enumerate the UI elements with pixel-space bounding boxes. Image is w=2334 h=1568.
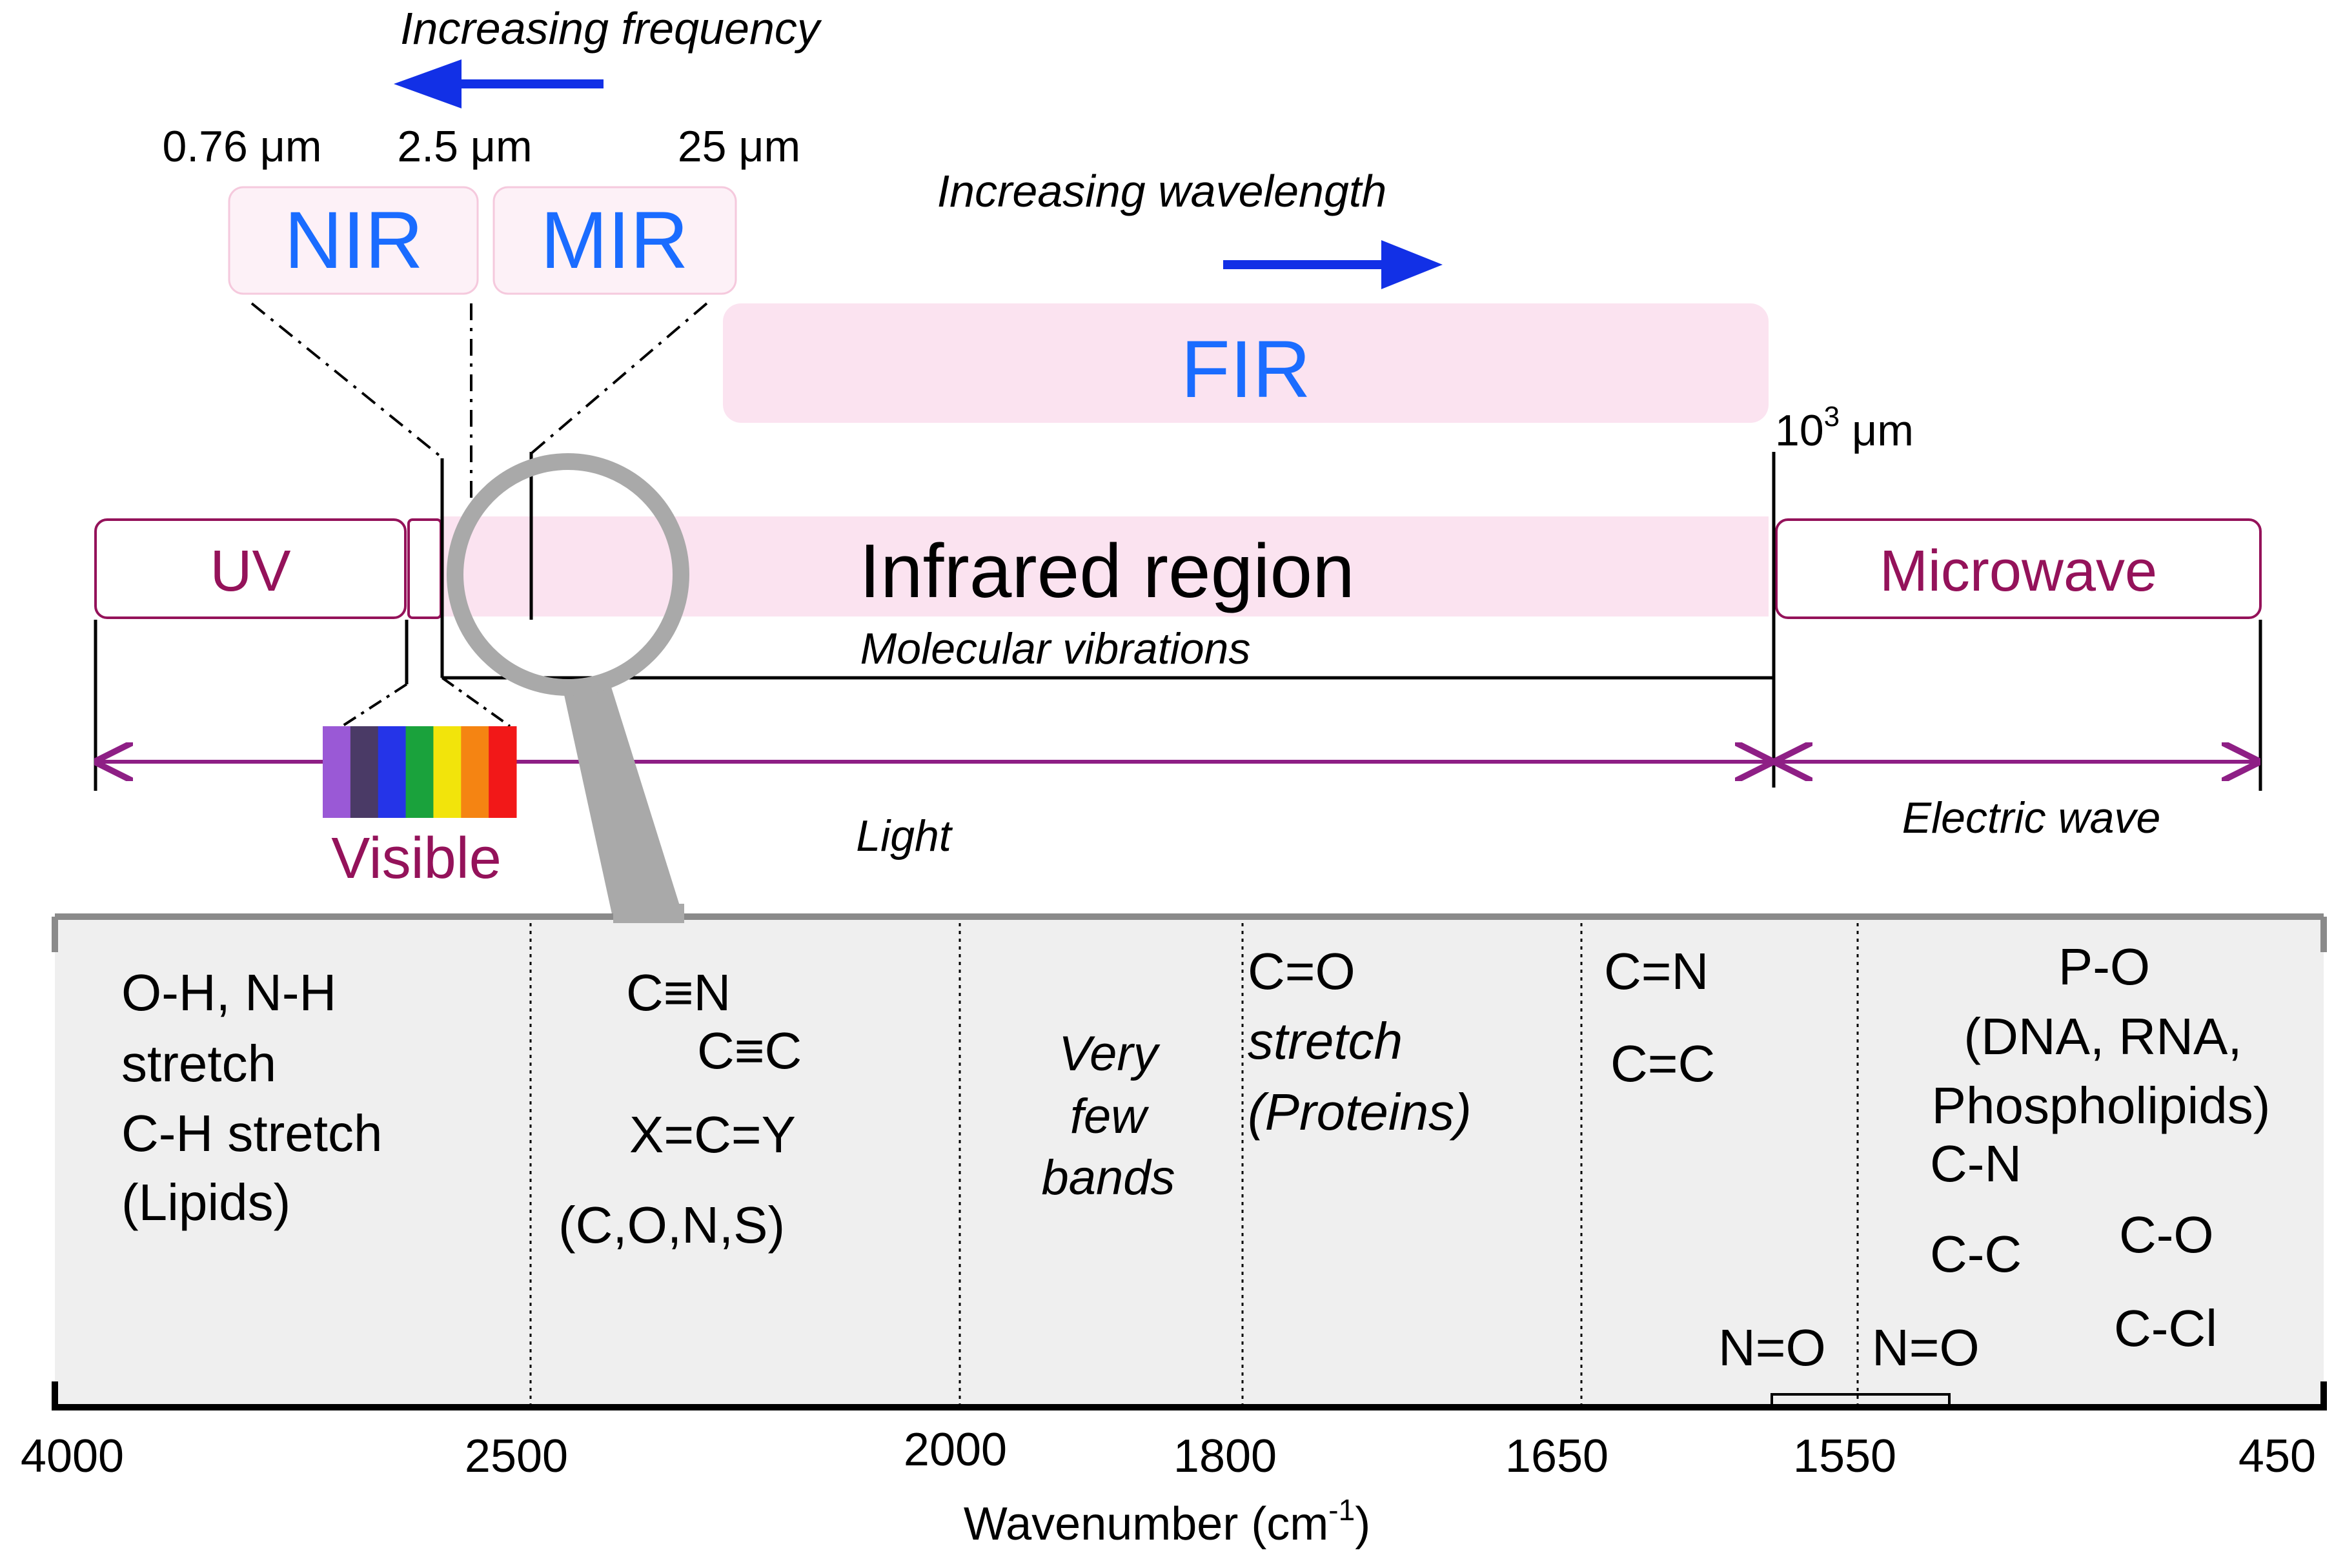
band-column-oh-nh: O-H, N-H stretch C-H stretch (Lipids) xyxy=(121,964,383,1231)
no-bracket xyxy=(1771,1393,1951,1407)
axis-title-exponent: -1 xyxy=(1328,1493,1355,1527)
band-text: C-C xyxy=(1930,1225,2022,1283)
band-text: C-O xyxy=(2119,1206,2214,1263)
wavenumber-axis: 4000 2500 2000 1800 1650 1550 450 xyxy=(21,1424,2316,1482)
spectrum-color-band xyxy=(405,726,434,818)
wavelength-25-label: 25 μm xyxy=(678,122,800,171)
band-text: C≡C xyxy=(697,1022,802,1079)
axis-title-close: ) xyxy=(1355,1498,1370,1550)
microwave-label: Microwave xyxy=(1880,539,2157,604)
band-text: X=C=Y xyxy=(629,1106,796,1163)
band-text-no-right: N=O xyxy=(1872,1319,1980,1376)
band-text: stretch xyxy=(121,1035,276,1092)
band-text: C=N xyxy=(1604,942,1709,1000)
band-text: C=C xyxy=(1610,1035,1715,1092)
nir-box xyxy=(228,186,479,295)
microwave-box xyxy=(1775,518,2262,619)
spectrum-color-band xyxy=(433,726,462,818)
increasing-wavelength-arrow xyxy=(1223,240,1443,289)
band-text: C-N xyxy=(1930,1135,2022,1192)
mir-box xyxy=(492,186,737,295)
increasing-frequency-arrow xyxy=(394,59,604,108)
band-assignment-panel xyxy=(52,913,2327,1410)
infrared-region-box xyxy=(439,516,1769,616)
band-text: O-H, N-H xyxy=(121,964,336,1021)
visible-label: Visible xyxy=(331,826,502,891)
increasing-wavelength-label: Increasing wavelength xyxy=(937,166,1387,216)
wavelength-1000-base: 10 xyxy=(1775,406,1824,455)
band-column-triple-bonds: C≡N C≡C X=C=Y (C,O,N,S) xyxy=(558,964,802,1254)
axis-title-text: Wavenumber (cm xyxy=(964,1498,1328,1550)
increasing-frequency-label: Increasing frequency xyxy=(400,3,822,54)
band-text: C-H stretch xyxy=(121,1105,383,1162)
band-text: Very xyxy=(1059,1026,1160,1081)
infrared-region-label: Infrared region xyxy=(859,529,1354,614)
nir-label: NIR xyxy=(284,196,423,285)
visible-spectrum-strip xyxy=(323,726,517,818)
magnifier-icon xyxy=(447,453,689,920)
band-text: few xyxy=(1070,1089,1149,1144)
spectrum-color-band xyxy=(489,726,517,818)
axis-tick-label: 4000 xyxy=(21,1431,124,1482)
band-text: C=O xyxy=(1248,942,1355,1000)
fir-label: FIR xyxy=(1181,325,1310,414)
band-text: Phospholipids) xyxy=(1932,1077,2271,1134)
band-text: bands xyxy=(1041,1150,1175,1205)
spectrum-color-band xyxy=(378,726,407,818)
band-column-double-bonds: C=N C=C xyxy=(1604,942,1715,1092)
axis-tick-label: 2000 xyxy=(904,1424,1007,1476)
fir-box xyxy=(723,303,1769,423)
band-dividers xyxy=(529,923,1859,1404)
band-column-very-few: Very few bands xyxy=(1041,1026,1175,1205)
band-column-carbonyl: C=O stretch (Proteins) xyxy=(1248,942,1472,1141)
band-text: (Lipids) xyxy=(121,1174,290,1231)
band-text: (Proteins) xyxy=(1248,1083,1472,1141)
spectrum-color-band xyxy=(323,726,351,818)
visible-band-box xyxy=(407,518,442,619)
magnifier-handle-mouth xyxy=(613,904,684,923)
axis-tick-label: 1650 xyxy=(1505,1431,1608,1482)
visible-connector-lines xyxy=(341,677,511,728)
wavelength-1000-exponent: 3 xyxy=(1824,401,1840,433)
spectrum-color-band xyxy=(461,726,489,818)
wavelength-1000-label: 103 μm xyxy=(1775,401,1914,455)
band-text: C-Cl xyxy=(2114,1299,2217,1357)
mir-label: MIR xyxy=(540,196,688,285)
axis-tick-label: 450 xyxy=(2238,1431,2316,1482)
band-text-no-left: N=O xyxy=(1718,1319,1826,1376)
spectrum-color-band xyxy=(350,726,379,818)
axis-tick-label: 2500 xyxy=(465,1431,568,1482)
molecular-vibrations-label: Molecular vibrations xyxy=(860,624,1251,673)
band-text: C≡N xyxy=(626,964,731,1021)
band-text: P-O xyxy=(2058,938,2150,995)
axis-title: Wavenumber (cm-1) xyxy=(964,1493,1370,1550)
wavelength-0-76-label: 0.76 μm xyxy=(162,122,321,171)
band-text: (C,O,N,S) xyxy=(558,1196,785,1254)
electric-wave-label: Electric wave xyxy=(1902,793,2161,842)
light-label: Light xyxy=(856,811,953,860)
uv-box xyxy=(94,518,407,619)
wavelength-1000-unit: μm xyxy=(1840,406,1914,455)
band-column-fingerprint: P-O (DNA, RNA, Phospholipids) C-N C-C C-… xyxy=(1930,938,2270,1357)
band-text: stretch xyxy=(1248,1012,1403,1070)
axis-tick-label: 1550 xyxy=(1793,1431,1896,1482)
axis-tick-label: 1800 xyxy=(1173,1431,1277,1482)
uv-label: UV xyxy=(210,539,290,604)
wavelength-2-5-label: 2.5 μm xyxy=(397,122,532,171)
band-text: (DNA, RNA, xyxy=(1964,1008,2242,1065)
